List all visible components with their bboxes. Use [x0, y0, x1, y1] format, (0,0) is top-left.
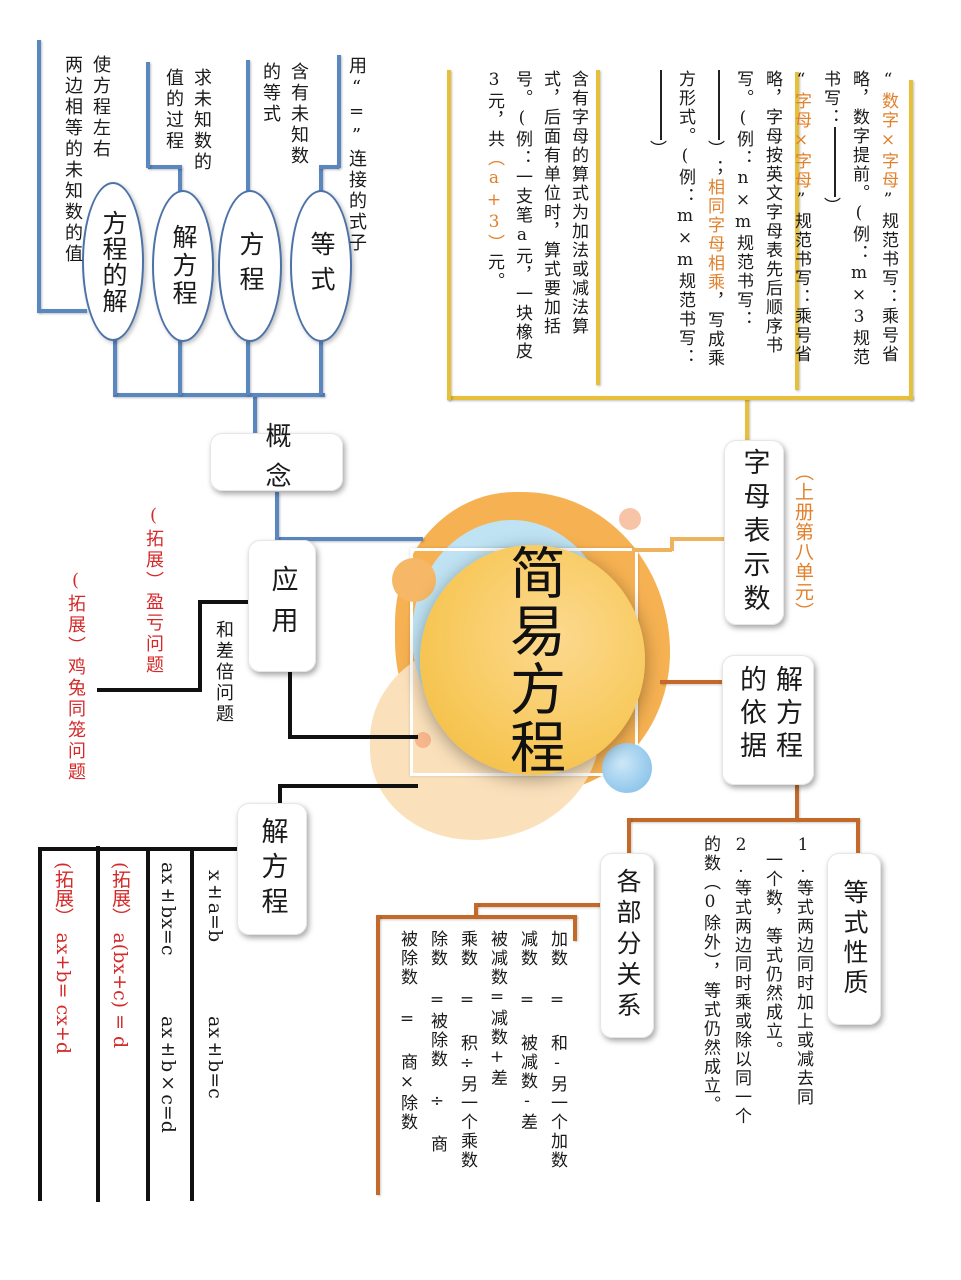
application-item-extension: (拓展）盈亏问题 — [143, 505, 164, 676]
connector — [632, 548, 672, 552]
letters-note: （上册第八单元） — [792, 462, 814, 622]
blank-line — [659, 70, 662, 140]
connector — [38, 849, 42, 1201]
equation-desc: 含有未知数的等式 — [260, 62, 309, 167]
solve-equation-label: 解方程 — [169, 224, 198, 308]
ellipse-solve-equation[interactable]: 解方程 — [152, 190, 214, 342]
formula: x±a=b — [204, 870, 226, 943]
connector — [37, 309, 87, 313]
connector — [146, 62, 150, 168]
relations-text: 加数 = 和-另一个加数 减数 = 被减数-差 被减数=减数+差 乘数 = 积÷… — [397, 930, 567, 1170]
connector — [670, 537, 674, 551]
connector — [288, 672, 292, 738]
relations-node[interactable]: 各部分关系 — [600, 853, 654, 1038]
connector — [97, 688, 202, 692]
equality-label: 等式 — [307, 231, 336, 301]
connector — [275, 537, 423, 541]
letters-parentheses-text: 含有字母的算式为加法或减法算式，后面有单位时，算式要加括号。(例：一支笔a元，一… — [484, 70, 588, 361]
connector — [795, 785, 799, 821]
connector — [113, 335, 117, 395]
orange-dot — [392, 558, 436, 602]
relations-label: 各部分关系 — [613, 868, 642, 1023]
basis-node[interactable]: 解方程的依据 — [722, 655, 814, 785]
small-dot — [415, 732, 431, 748]
solve-equation-desc: 求未知数的值的过程 — [163, 68, 212, 173]
ellipse-equation[interactable]: 方程 — [218, 190, 282, 342]
connector — [376, 915, 576, 919]
connector — [148, 165, 182, 169]
basis-label: 解方程的依据 — [735, 665, 802, 764]
center-title: 简易方程 — [500, 544, 566, 776]
connector — [275, 492, 279, 540]
connector — [670, 537, 726, 541]
pink-dot — [619, 508, 641, 530]
equation-label: 方程 — [236, 231, 265, 301]
connector — [190, 849, 194, 1201]
solution-desc: 使方程左右两边相等的未知数的值 — [62, 55, 111, 265]
connector — [337, 55, 341, 168]
connector — [96, 846, 100, 1202]
connector — [246, 337, 250, 395]
connector — [627, 818, 631, 856]
connector — [319, 165, 339, 169]
solving-node[interactable]: 解方程 — [237, 803, 307, 935]
connector — [278, 784, 418, 788]
connector — [596, 70, 600, 385]
connector — [745, 398, 749, 442]
connector — [447, 396, 913, 400]
properties-text: 1.等式两边同时加上或减去同 一个数，等式仍然成立。 2.等式两边同时乘或除以同… — [700, 835, 813, 1126]
solution-label: 方程的解 — [99, 209, 128, 314]
blue-dot — [602, 743, 652, 793]
properties-node[interactable]: 等式性质 — [827, 853, 881, 1025]
connector — [37, 40, 41, 312]
connector — [573, 915, 577, 941]
connector — [198, 600, 202, 690]
connector — [319, 337, 323, 395]
letters-rules-text: “数字×字母”规范书写：乘号省略，数字提前。(例：m×3规范书写：） “字母×字… — [646, 70, 898, 368]
connector — [200, 600, 248, 604]
connector — [178, 337, 182, 395]
connector — [795, 72, 799, 390]
concept-label: 概念 — [261, 422, 291, 502]
solving-label: 解方程 — [256, 816, 288, 922]
connector — [246, 60, 250, 192]
application-label: 应用 — [266, 565, 298, 647]
connector — [856, 818, 860, 856]
connector — [38, 847, 238, 851]
letters-label: 字母表示数 — [738, 447, 770, 618]
concept-node[interactable]: 概念 — [210, 422, 343, 502]
connector — [113, 393, 325, 397]
ellipse-solution[interactable]: 方程的解 — [82, 182, 144, 341]
connector — [146, 849, 150, 1201]
application-item: 和差倍问题 — [213, 620, 234, 725]
connector — [447, 70, 451, 400]
connector — [660, 680, 724, 684]
formula: ax±bx=c — [157, 862, 179, 956]
letters-node[interactable]: 字母表示数 — [724, 440, 784, 625]
application-node[interactable]: 应用 — [248, 540, 316, 672]
properties-label: 等式性质 — [840, 879, 869, 999]
connector — [627, 818, 859, 822]
connector — [909, 80, 913, 400]
ellipse-equality[interactable]: 等式 — [290, 190, 352, 342]
connector — [178, 168, 182, 193]
connector — [476, 903, 602, 907]
connector — [376, 915, 380, 1195]
formula-extension: (拓展） ax+b= cx+d — [52, 862, 74, 1054]
connector — [253, 395, 257, 435]
formula: ax±b=c — [204, 1016, 226, 1099]
blank-line — [717, 70, 720, 140]
connector — [319, 165, 323, 193]
connector — [278, 784, 282, 808]
formula: ax±b×c=d — [157, 1016, 179, 1133]
connector — [474, 903, 478, 917]
connector — [288, 735, 418, 739]
equality-desc: 用“=”连接的式子 — [346, 56, 367, 254]
formula-extension: (拓展） a(bx+c) = d — [109, 862, 131, 1049]
center-topic[interactable]: 简易方程 — [420, 544, 645, 776]
application-item-extension: (拓展）鸡兔同笼问题 — [65, 570, 86, 783]
blank-line — [833, 127, 836, 197]
